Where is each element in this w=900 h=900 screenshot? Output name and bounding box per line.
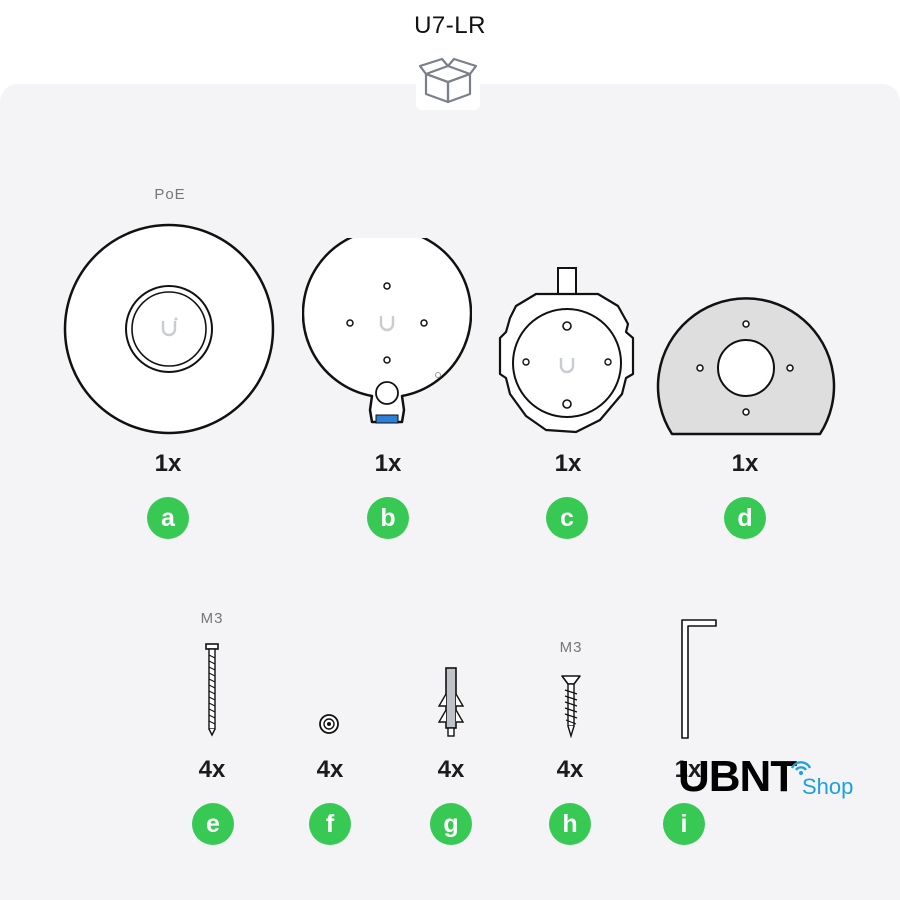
item-e-label: M3 xyxy=(200,610,224,627)
logo-sub-text: Shop xyxy=(802,774,854,799)
wall-plate-icon xyxy=(654,278,838,443)
page-title: U7-LR xyxy=(414,12,486,39)
ubnt-shop-logo: UBNT Shop xyxy=(678,752,868,802)
item-c-qty: 1x xyxy=(554,450,582,477)
item-g-qty: 4x xyxy=(437,756,465,783)
item-h-qty: 4x xyxy=(556,756,584,783)
wood-screw-icon xyxy=(560,674,582,743)
item-d-badge: d xyxy=(724,497,766,539)
hex-key-icon xyxy=(680,618,720,745)
item-h-label: M3 xyxy=(559,639,583,656)
wifi-icon xyxy=(790,761,812,775)
item-h-badge: h xyxy=(549,803,591,845)
access-point-icon xyxy=(62,222,276,441)
item-g-badge: g xyxy=(430,803,472,845)
item-f-qty: 4x xyxy=(316,756,344,783)
long-screw-icon xyxy=(202,643,222,742)
item-b-badge: b xyxy=(367,497,409,539)
contents-panel xyxy=(0,84,900,900)
item-a-qty: 1x xyxy=(154,450,182,477)
wall-anchor-icon xyxy=(436,666,466,743)
item-a-badge: a xyxy=(147,497,189,539)
logo-main-text: UBNT xyxy=(678,752,797,801)
item-d-qty: 1x xyxy=(731,450,759,477)
item-i-badge: i xyxy=(663,803,705,845)
item-e-badge: e xyxy=(192,803,234,845)
mounting-bracket-icon xyxy=(301,228,473,441)
box-icon xyxy=(416,52,480,110)
item-c-badge: c xyxy=(546,497,588,539)
nut-icon xyxy=(318,713,340,740)
item-i-qty: 1x xyxy=(674,756,702,783)
item-a-label: PoE xyxy=(154,186,186,203)
item-f-badge: f xyxy=(309,803,351,845)
item-e-qty: 4x xyxy=(198,756,226,783)
item-b-qty: 1x xyxy=(374,450,402,477)
mount-ring-icon xyxy=(496,266,638,445)
